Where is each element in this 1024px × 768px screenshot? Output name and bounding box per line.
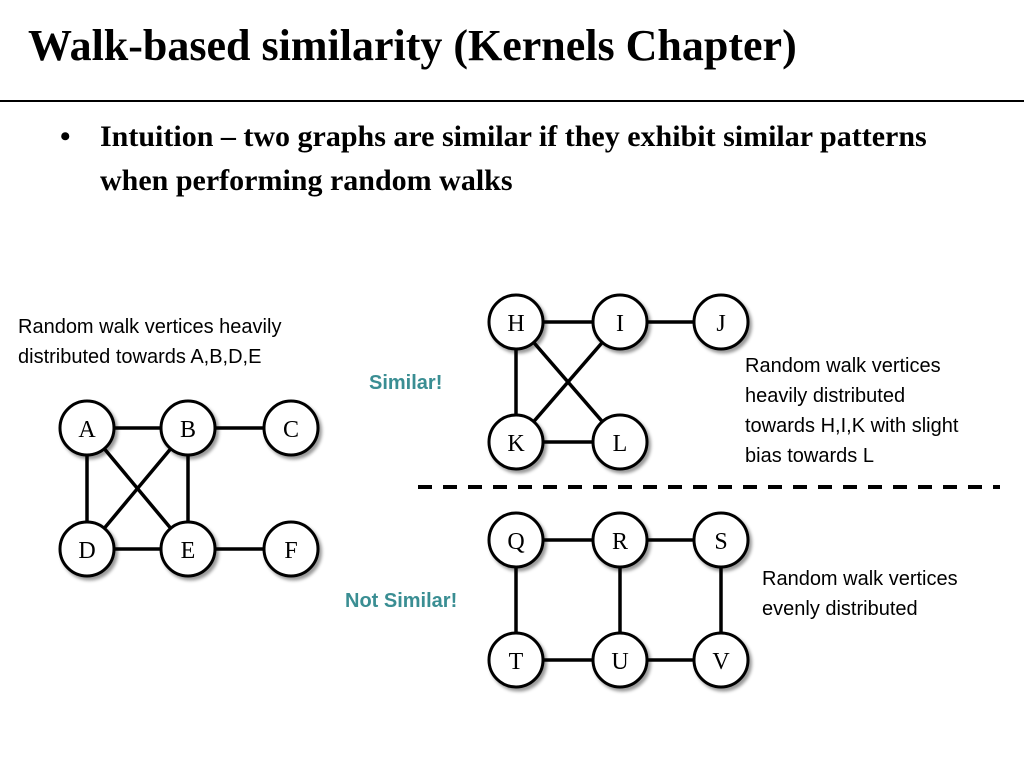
node-a: A <box>58 399 116 457</box>
node-label-c: C <box>283 417 299 443</box>
caption-hijkl-line-4: bias towards L <box>745 445 874 467</box>
caption-qrstuv-line-2: evenly distributed <box>762 598 918 620</box>
node-l: L <box>591 413 649 471</box>
node-e: E <box>159 520 217 578</box>
nodes-qrstuv: Q R S T U V <box>487 511 750 689</box>
node-t: T <box>487 631 545 689</box>
node-d: D <box>58 520 116 578</box>
title-divider <box>0 100 1024 102</box>
node-k: K <box>487 413 545 471</box>
caption-qrstuv-line-1: Random walk vertices <box>762 568 958 590</box>
caption-hijkl-line-1: Random walk vertices <box>745 355 941 377</box>
node-label-k: K <box>507 431 525 457</box>
node-label-a: A <box>78 417 96 443</box>
node-label-t: T <box>509 649 524 675</box>
node-label-v: V <box>712 649 730 675</box>
node-label-l: L <box>613 431 628 457</box>
slide-title: Walk-based similarity (Kernels Chapter) <box>28 21 797 70</box>
node-label-b: B <box>180 417 196 443</box>
bullet-symbol: • <box>60 120 71 153</box>
node-label-f: F <box>284 538 297 564</box>
caption-hijkl-line-2: heavily distributed <box>745 385 905 407</box>
node-label-j: J <box>716 311 725 337</box>
node-h: H <box>487 293 545 351</box>
caption-hijkl-line-3: towards H,I,K with slight <box>745 415 959 437</box>
node-u: U <box>591 631 649 689</box>
node-label-u: U <box>611 649 628 675</box>
node-i: I <box>591 293 649 351</box>
node-label-r: R <box>612 529 628 555</box>
node-label-q: Q <box>507 529 524 555</box>
caption-hijkl: Random walk vertices heavily distributed… <box>745 355 959 467</box>
bullet-intuition: Intuition – two graphs are similar if th… <box>100 120 927 197</box>
node-r: R <box>591 511 649 569</box>
node-label-e: E <box>181 538 196 564</box>
node-j: J <box>692 293 750 351</box>
caption-abcdef-line-1: Random walk vertices heavily <box>18 316 281 338</box>
caption-abcdef-line-2: distributed towards A,B,D,E <box>18 346 261 368</box>
nodes-hijkl: H I J K L <box>487 293 750 471</box>
not-similar-label: Not Similar! <box>345 590 457 612</box>
nodes-abcdef: A B C D E F <box>58 399 320 578</box>
node-q: Q <box>487 511 545 569</box>
caption-abcdef: Random walk vertices heavily distributed… <box>18 316 281 368</box>
similar-label: Similar! <box>369 372 442 394</box>
node-v: V <box>692 631 750 689</box>
node-label-d: D <box>78 538 95 564</box>
node-label-i: I <box>616 311 624 337</box>
node-f: F <box>262 520 320 578</box>
node-b: B <box>159 399 217 457</box>
node-label-h: H <box>507 311 524 337</box>
node-s: S <box>692 511 750 569</box>
node-c: C <box>262 399 320 457</box>
node-label-s: S <box>714 529 727 555</box>
caption-qrstuv: Random walk vertices evenly distributed <box>762 568 958 620</box>
